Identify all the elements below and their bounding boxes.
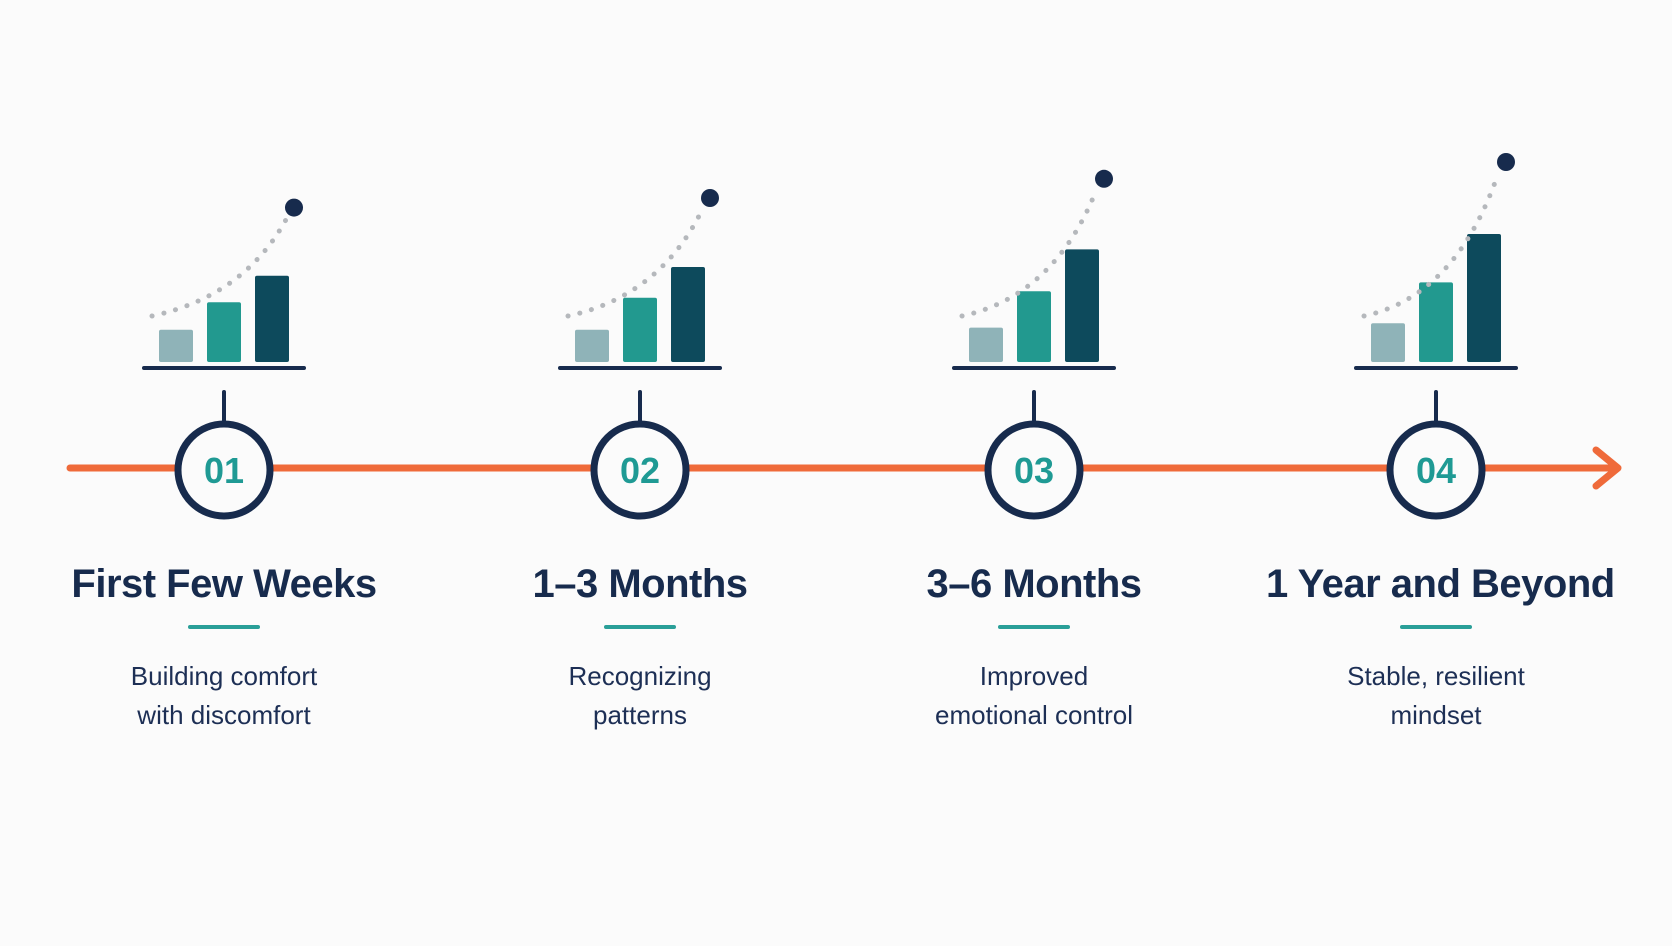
stage-description-line: Building comfort	[130, 661, 318, 691]
stage-description-line: Recognizing	[568, 661, 712, 691]
stage-group: 04	[1354, 153, 1518, 520]
chart-bar	[969, 327, 1003, 362]
trend-dotted-line	[149, 217, 289, 319]
chart-bar	[623, 297, 657, 362]
stage-title: 1 Year and Beyond	[1266, 562, 1615, 606]
stage-description: Recognizing patterns	[470, 657, 810, 735]
chart-bar	[575, 329, 609, 362]
stage-description-line: Stable, resilient	[1347, 661, 1525, 691]
stage-title: 1–3 Months	[532, 562, 748, 606]
chart-bar	[207, 302, 241, 362]
trend-dotted-line	[565, 207, 705, 319]
stage-description-line: with discomfort	[137, 700, 311, 730]
stage-number-circle	[984, 420, 1084, 520]
chart-bar	[1017, 291, 1051, 362]
stage-group: 01	[142, 198, 306, 520]
stage-description-line: mindset	[1390, 700, 1482, 730]
trend-dot	[285, 198, 303, 217]
stage-number-circle	[174, 420, 274, 520]
trend-dot	[1497, 153, 1515, 171]
chart-bar	[1467, 234, 1501, 362]
stage-title-underline	[188, 625, 260, 629]
chart-bar	[1065, 249, 1099, 362]
stage-description-line: Improved	[979, 661, 1089, 691]
stage-number: 01	[204, 450, 244, 491]
stage-description: Stable, resilient mindset	[1266, 657, 1606, 735]
chart-bar	[1371, 323, 1405, 362]
stage-title-underline	[1400, 625, 1472, 629]
stage-title: 3–6 Months	[926, 562, 1142, 606]
stage-number: 03	[1014, 450, 1054, 491]
trend-dotted-line	[959, 188, 1099, 319]
chart-bar	[1419, 282, 1453, 362]
chart-bar	[255, 275, 289, 362]
trend-dot	[1095, 169, 1113, 188]
stage-number-circle	[1386, 420, 1486, 520]
trend-dotted-line	[1361, 171, 1501, 319]
stage-description: Building comfort with discomfort	[54, 657, 394, 735]
stage-group: 03	[952, 169, 1116, 520]
stage-number-circle	[590, 420, 690, 520]
chart-bar	[671, 267, 705, 362]
stage-group: 02	[558, 189, 722, 520]
stage-title-underline	[998, 625, 1070, 629]
stage-description-line: patterns	[593, 700, 687, 730]
stage-description: Improved emotional control	[864, 657, 1204, 735]
stage-description-line: emotional control	[935, 700, 1133, 730]
stage-title: First Few Weeks	[71, 562, 377, 606]
trend-dot	[701, 189, 719, 207]
stage-number: 04	[1416, 450, 1456, 491]
stage-number: 02	[620, 450, 660, 491]
chart-bar	[159, 329, 193, 362]
stage-title-underline	[604, 625, 676, 629]
timeline-arrow-head	[1592, 446, 1622, 490]
